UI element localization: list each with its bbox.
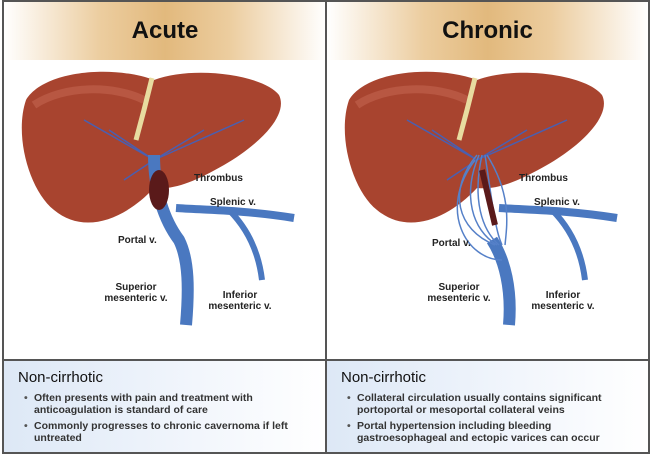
footer-bullet: Often presents with pain and treatment w… [24, 392, 316, 416]
chronic-footer: Non-cirrhotic Collateral circulation usu… [327, 359, 648, 452]
liver-acute-image [21, 71, 295, 326]
inferior-mesenteric-vein-label: Inferior mesenteric v. [531, 290, 595, 312]
footer-title: Non-cirrhotic [18, 369, 104, 386]
chronic-header: Chronic [327, 2, 648, 60]
acute-panel: Acute Thrombus Splenic v. Portal v. Supe… [2, 0, 328, 454]
superior-mesenteric-vein-label: Superior mesenteric v. [104, 282, 168, 304]
footer-bullet: Commonly progresses to chronic cavernoma… [24, 420, 316, 444]
superior-mesenteric-vein-label: Superior mesenteric v. [427, 282, 491, 304]
footer-bullet: Collateral circulation usually contains … [347, 392, 638, 416]
splenic-vein-label: Splenic v. [534, 197, 580, 208]
portal-vein-label: Portal v. [432, 238, 471, 249]
footer-title: Non-cirrhotic [341, 369, 427, 386]
splenic-vein-label: Splenic v. [210, 197, 256, 208]
thrombus-label: Thrombus [519, 173, 568, 184]
chronic-panel: Chronic Thrombus Splenic v. Portal v. Su… [325, 0, 650, 454]
acute-footer: Non-cirrhotic Often presents with pain a… [4, 359, 326, 452]
thrombus-label: Thrombus [194, 173, 243, 184]
acute-illustration: Thrombus Splenic v. Portal v. Superior m… [4, 60, 326, 358]
chronic-illustration: Thrombus Splenic v. Portal v. Superior m… [327, 60, 648, 358]
footer-bullet: Portal hypertension including bleeding g… [347, 420, 638, 444]
portal-vein-label: Portal v. [118, 235, 157, 246]
inferior-mesenteric-vein-label: Inferior mesenteric v. [208, 290, 272, 312]
liver-chronic-image [344, 71, 618, 326]
acute-header: Acute [4, 2, 326, 60]
